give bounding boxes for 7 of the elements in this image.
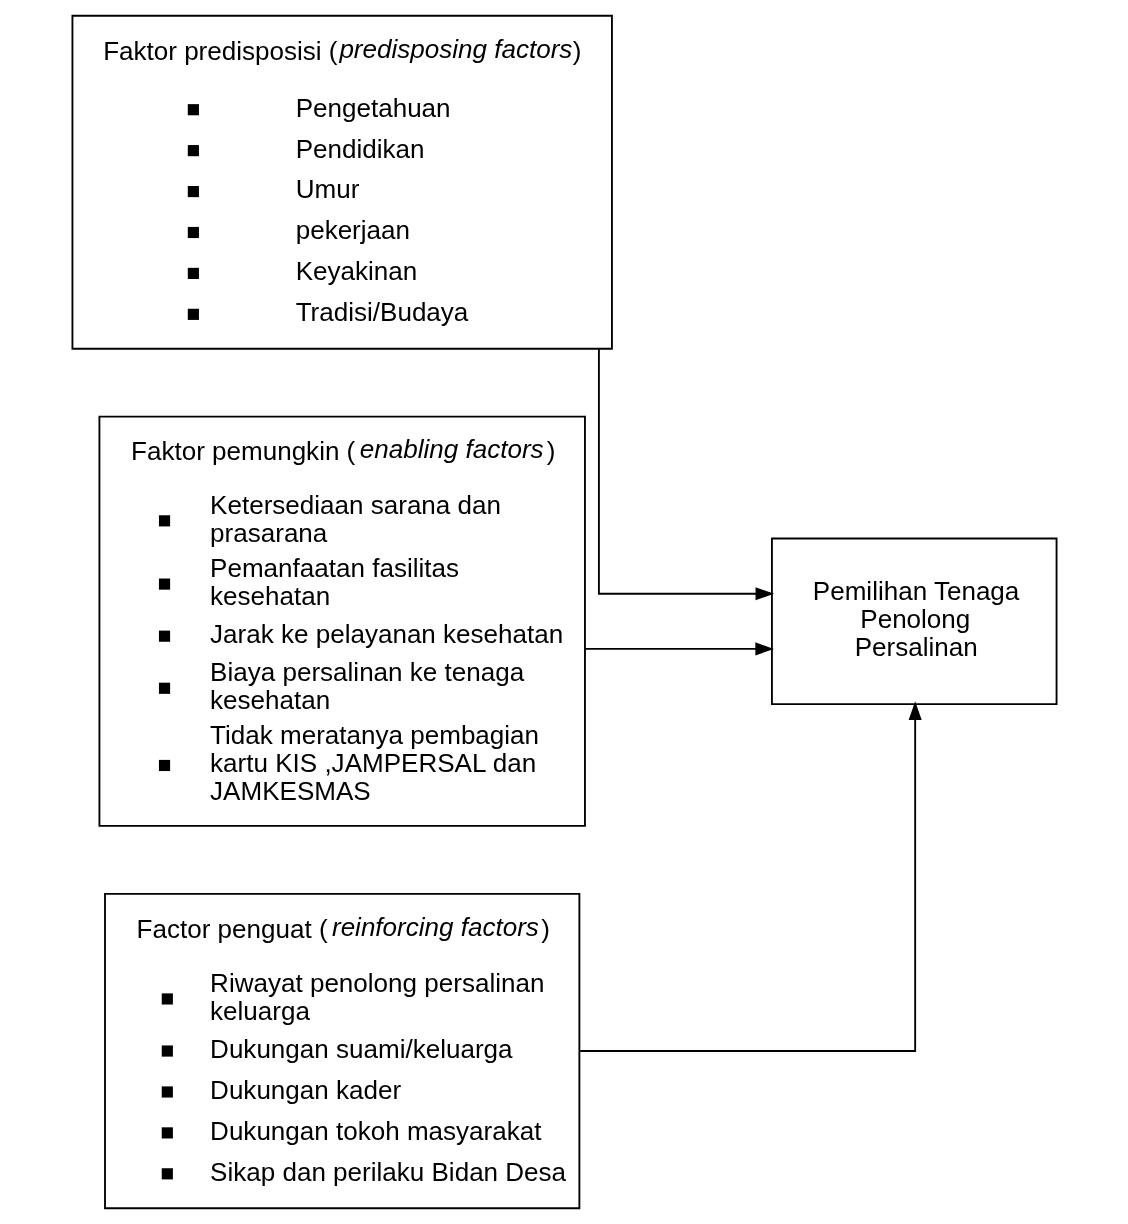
arrow: [597, 348, 774, 601]
arrow: [578, 701, 922, 1052]
node-box: Factor penguat (reinforcing factors) Riwayat penolong persalinan keluarga Dukungan suami/keluarga Dukungan kader Dukungan tokoh masyarakat Sikap dan perilaku Bidan Desa: [103, 892, 580, 1210]
node-box: Faktor pemungkin (enabling factors) Ketersediaan sarana dan prasarana Pemanfaatan fasilitas kesehatan Jarak ke pelayanan kesehatan Biaya persalinan ke tenaga kesehatan Tidak meratanya pembagian kartu KIS ,JAMPERSAL dan JAMKESMAS: [98, 415, 586, 827]
node-box: Pemilihan Tenaga Penolong Persalinan: [770, 537, 1057, 705]
node-box: Faktor predisposisi (predisposing factors) Pengetahuan Pendidikan Umur pekerjaan Keyakinan Tradisi/Budaya: [71, 14, 613, 350]
arrow: [584, 642, 774, 656]
